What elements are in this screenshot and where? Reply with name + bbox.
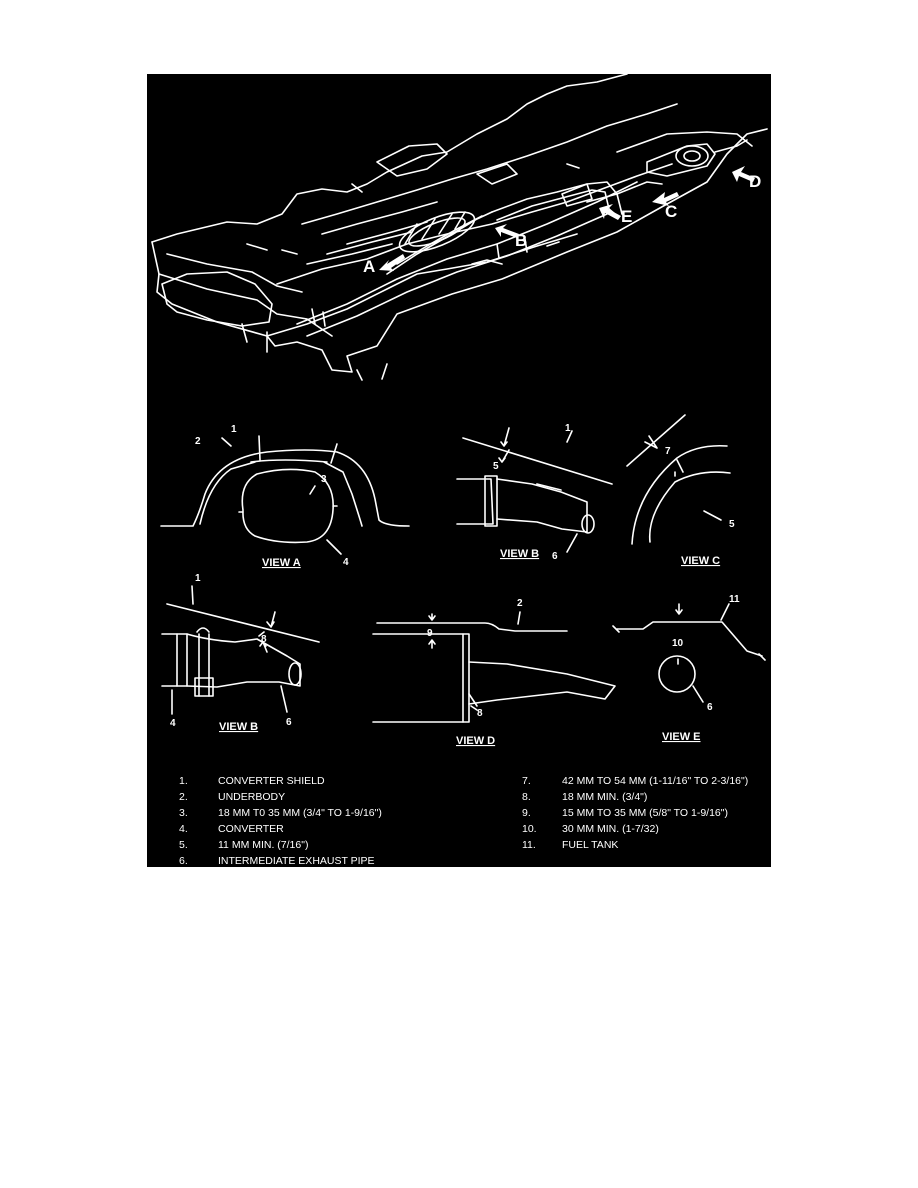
arrow-label-c: C [665,202,677,221]
legend-number: 9. [522,807,531,819]
arrow-label-b: B [515,231,527,250]
view-a-callout: 3 [321,474,327,485]
view-a-callout: 4 [343,557,349,568]
view-b1-callout: 1 [565,423,571,434]
legend-number: 3. [179,807,188,819]
arrow-label-e: E [621,207,632,226]
view-e-callout: 10 [672,638,684,649]
legend-number: 4. [179,823,188,835]
view-d-callout: 8 [477,708,483,719]
legend-text: 18 MM MIN. (3/4") [562,791,648,803]
view-b2-drawing [161,585,320,715]
view-a-callout: 2 [195,436,201,447]
view-c-drawing [626,414,731,545]
view-e-drawing [612,603,766,703]
view-d-callout: 9 [427,628,433,639]
view-c-callout: 7 [665,446,671,457]
legend-number: 5. [179,839,188,851]
view-b1-callout: 6 [552,551,558,562]
view-e-title: VIEW E [662,731,701,743]
view-b2-callout: 8 [261,634,267,645]
view-b1-callout: 5 [493,461,499,472]
legend-text: INTERMEDIATE EXHAUST PIPE [218,855,375,867]
legend-text: 18 MM T0 35 MM (3/4" TO 1-9/16") [218,807,382,819]
legend-text: CONVERTER SHIELD [218,775,325,787]
view-d-drawing [372,611,616,723]
legend-number: 1. [179,775,188,787]
view-e-callout: 6 [707,702,713,713]
view-arrows [379,166,755,271]
view-d-title: VIEW D [456,735,495,747]
diagram-canvas: A B C D E 1 2 3 4 VIEW A 1 5 6 VIEW B 7 … [151,74,768,747]
view-b2-title: VIEW B [219,721,258,733]
arrow-label-d: D [749,172,761,191]
view-d-callout: 2 [517,598,523,609]
arrow-labels: A B C D E [363,172,761,276]
view-b1-title: VIEW B [500,548,539,560]
legend-number: 2. [179,791,188,803]
legend-number: 10. [522,823,537,835]
legend-number: 11. [522,839,536,851]
underbody-illustration [151,74,768,381]
legend-text: CONVERTER [218,823,284,835]
view-c-callout: 5 [729,519,735,530]
view-b2-callout: 4 [170,718,176,729]
legend-number: 8. [522,791,531,803]
view-b1-drawing [456,427,613,553]
arrow-label-a: A [363,257,375,276]
legend-number: 6. [179,855,188,867]
view-a-callout: 1 [231,424,237,435]
view-e-callout: 11 [729,594,740,605]
view-c-title: VIEW C [681,555,720,567]
legend-text: UNDERBODY [218,791,286,803]
view-a-title: VIEW A [262,557,301,569]
view-a-drawing [160,435,410,555]
legend: 1. CONVERTER SHIELD 2. UNDERBODY 3. 18 M… [147,74,771,867]
legend-text: 42 MM TO 54 MM (1-11/16" TO 2-3/16") [562,775,749,787]
view-b2-callout: 1 [195,573,201,584]
legend-text: 15 MM TO 35 MM (5/8" TO 1-9/16") [562,807,728,819]
legend-text: FUEL TANK [562,839,619,851]
legend-text: 30 MM MIN. (1-7/32) [562,823,659,835]
legend-text: 11 MM MIN. (7/16") [218,839,309,851]
legend-number: 7. [522,775,531,787]
view-b2-callout: 6 [286,717,292,728]
exhaust-clearance-diagram: A B C D E 1 2 3 4 VIEW A 1 5 6 VIEW B 7 … [147,74,771,867]
